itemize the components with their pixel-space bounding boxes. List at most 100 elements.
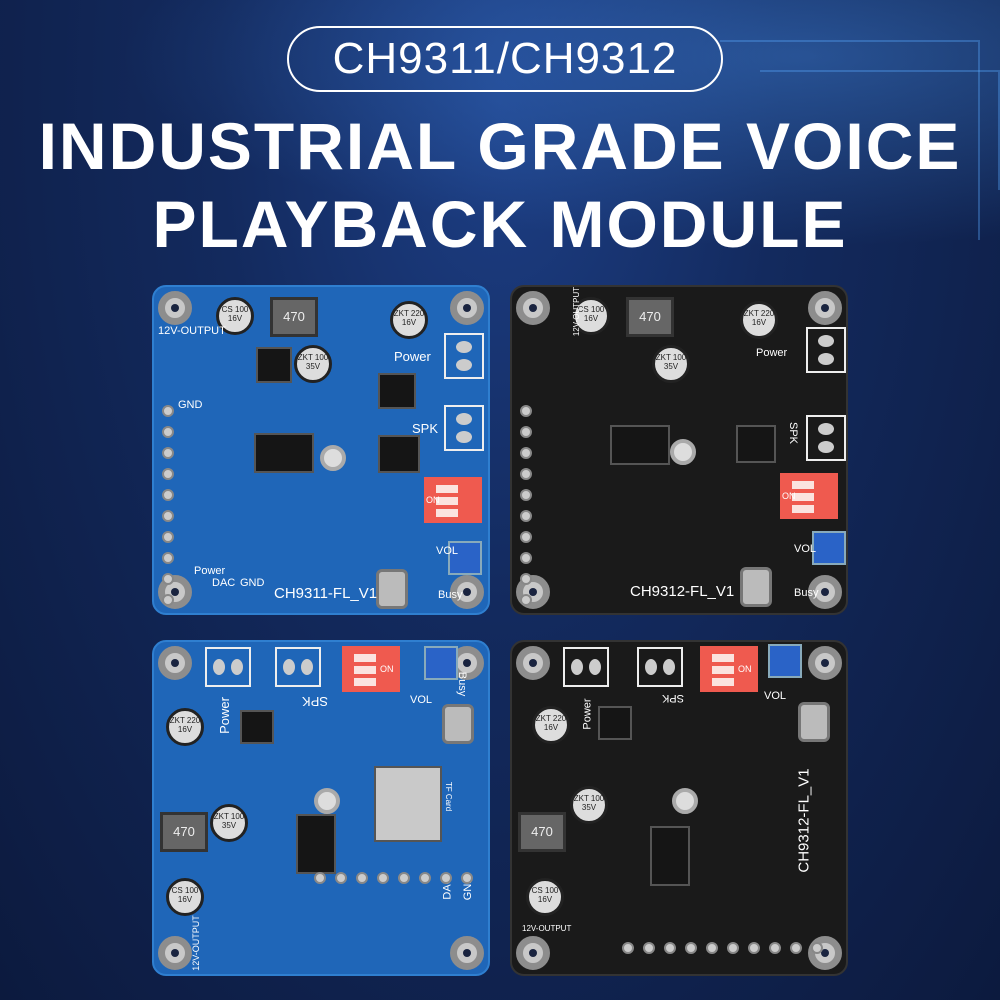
inductor: 470 [160,812,208,852]
model-label: CH9311-FL_V1 [274,585,378,602]
mount-hole [450,291,484,325]
mount-hole [516,936,550,970]
terminal-power [275,647,321,687]
circuit-trace-decoration [760,70,1000,190]
label-spk: SPK [662,692,685,704]
mount-hole [808,936,842,970]
capacitor: ZKT 100 35V [570,786,608,824]
capacitor: ZKT 100 35V [652,345,690,383]
capacitor: ZKT 220 16V [740,301,778,339]
capacitor: ZKT 100 35V [210,804,248,842]
label-busy: Busy [456,671,469,697]
mount-hole [158,936,192,970]
label-dac: DAC [212,577,236,589]
volume-potentiometer[interactable] [448,541,482,575]
ic-chip [256,435,312,471]
amplifier-chip [738,427,774,461]
capacitor: CS 100 16V [216,297,254,335]
dip-switch[interactable]: ON [780,473,838,519]
label-power: Power [216,697,232,734]
mount-hole [808,575,842,609]
label-tf-card: TF Card [444,781,454,812]
inductor: 470 [270,297,318,337]
capacitor: CS 100 16V [572,297,610,335]
dip-on-label: ON [782,491,796,501]
pin-header [520,405,534,606]
mount-hole [516,646,550,680]
inductor: 470 [518,812,566,852]
center-hole [672,788,698,814]
label-vol: VOL [436,545,459,557]
amplifier-chip [380,437,418,471]
usb-c-port [740,567,772,607]
circuit-trace-decoration [720,40,980,240]
ic-chip [600,708,630,738]
model-label: CH9312-FL_V1 [630,583,735,600]
label-power: Power [756,347,788,359]
dip-switch[interactable]: ON [424,477,482,523]
usb-c-port [376,569,408,609]
tf-card-slot [376,768,440,840]
volume-potentiometer[interactable] [424,646,458,680]
label-spk: SPK [787,421,800,445]
label-busy: Busy [794,587,819,599]
label-vol: VOL [794,543,817,555]
label-12v-output: 12V-OUTPUT [522,924,572,933]
label-gnd: GND [240,577,265,589]
label-gnd: GND [178,399,203,411]
ic-chip [258,349,290,381]
terminal-spk [806,415,846,461]
capacitor: ZKT 100 35V [294,345,332,383]
label-power-led: Power [194,565,226,577]
label-vol: VOL [410,694,433,706]
model-label: CH9312-FL_V1 [795,768,813,873]
usb-c-port [442,704,474,744]
label-busy: Busy [438,589,463,601]
mount-hole [158,291,192,325]
pin-header [622,942,823,954]
volume-potentiometer[interactable] [812,531,846,565]
label-vol: VOL [764,690,787,702]
ic-chip [298,816,334,872]
center-hole [670,439,696,465]
board-ch9312-bottom: ON VOL SPK Power ZKT 220 16V ZKT 100 35V… [510,640,848,976]
capacitor: ZKT 220 16V [390,301,428,339]
dip-on-label: ON [380,664,394,674]
ic-chip [612,427,668,463]
title-line-2: PLAYBACK MODULE [152,187,848,261]
label-12v-output: 12V-OUTPUT [158,325,226,337]
mount-hole [808,646,842,680]
terminal-spk [444,405,484,451]
capacitor: ZKT 220 16V [532,706,570,744]
ic-chip [380,375,414,407]
title-line-1: INDUSTRIAL GRADE VOICE [38,109,962,183]
label-power: Power [394,349,431,364]
mount-hole [158,646,192,680]
board-ch9312-top: CS 100 16V 470 ZKT 220 16V ZKT 100 35V 1… [510,285,848,615]
mount-hole [516,291,550,325]
mount-hole [808,291,842,325]
label-power: Power [581,698,594,730]
dip-switch[interactable]: ON [342,646,400,692]
center-hole [314,788,340,814]
board-ch9311-tf-bottom: ON VOL Busy SPK Power ZKT 220 16V ZKT 10… [152,640,490,976]
ic-chip [242,712,272,742]
capacitor: ZKT 220 16V [166,708,204,746]
background-glow [0,0,1000,280]
board-ch9311-top: CS 100 16V 470 ZKT 220 16V ZKT 100 35V 1… [152,285,490,615]
label-12v-output: 12V-OUTPUT [572,286,582,337]
label-12v-output: 12V-OUTPUT [190,915,201,971]
terminal-power [444,333,484,379]
pin-header [314,872,473,884]
center-hole [320,445,346,471]
capacitor: CS 100 16V [166,878,204,916]
volume-potentiometer[interactable] [768,644,802,678]
terminal-power [637,647,683,687]
usb-c-port [798,702,830,742]
pin-header [162,405,176,606]
inductor: 470 [626,297,674,337]
capacitor: CS 100 16V [526,878,564,916]
dip-on-label: ON [426,495,440,505]
terminal-spk [563,647,609,687]
dip-switch[interactable]: ON [700,646,758,692]
